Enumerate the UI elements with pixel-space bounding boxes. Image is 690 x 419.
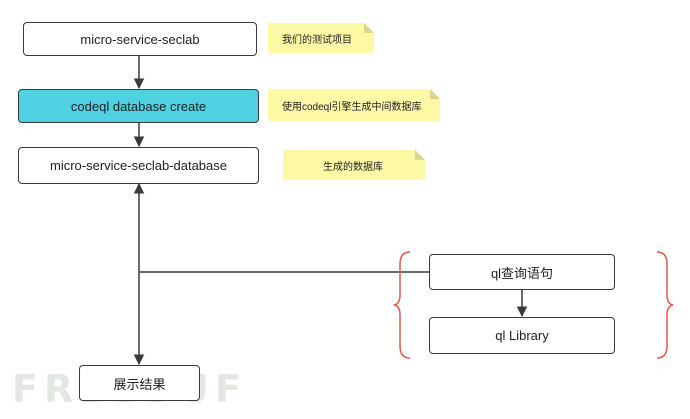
result-node: 展示结果 — [79, 365, 200, 401]
note-project-text: 我们的测试项目 — [282, 34, 352, 46]
note-fold-icon — [430, 89, 440, 99]
library-node-label: ql Library — [495, 328, 549, 343]
project-node-label: micro-service-seclab — [80, 31, 200, 47]
result-node-label: 展示结果 — [113, 376, 166, 392]
note-create: 使用codeql引擎生成中间数据库 — [268, 89, 440, 121]
database-node-label: micro-service-seclab-database — [49, 158, 227, 173]
create-node-label: codeql database create — [70, 98, 207, 114]
note-fold-icon — [364, 23, 374, 33]
left-brace — [393, 251, 411, 359]
query-node: ql查询语句 — [429, 254, 615, 290]
library-node: ql Library — [429, 317, 615, 354]
query-node-label: ql查询语句 — [490, 265, 554, 281]
database-node: micro-service-seclab-database — [18, 147, 259, 184]
note-fold-icon — [415, 150, 425, 160]
project-node: micro-service-seclab — [23, 22, 257, 56]
note-project: 我们的测试项目 — [268, 23, 374, 53]
create-node: codeql database create — [18, 89, 259, 123]
right-brace — [656, 251, 674, 359]
note-create-text: 使用codeql引擎生成中间数据库 — [282, 101, 422, 113]
note-database-text: 生成的数据库 — [323, 161, 383, 173]
note-database: 生成的数据库 — [283, 150, 425, 180]
